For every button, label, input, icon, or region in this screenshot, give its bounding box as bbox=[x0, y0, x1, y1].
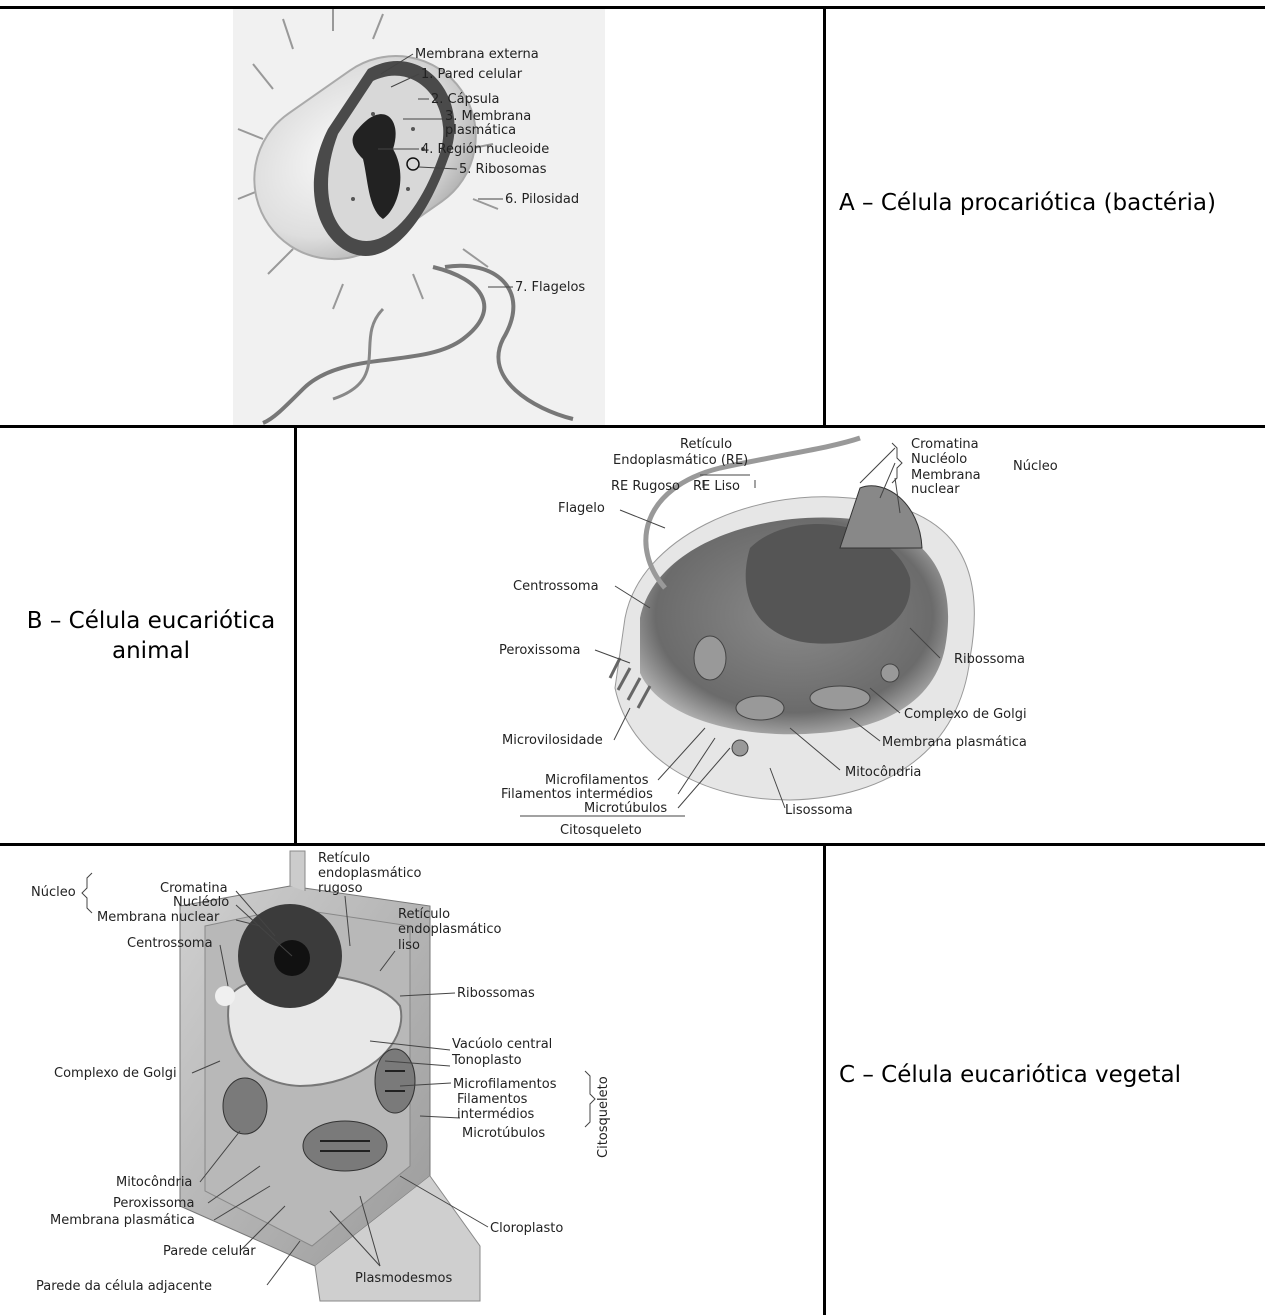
label-tonoplast: Tonoplasto bbox=[451, 1053, 522, 1068]
label-chloroplast: Cloroplasto bbox=[490, 1221, 563, 1236]
label-mitochondrion: Mitocôndria bbox=[845, 765, 921, 780]
label-peroxisome: Peroxissoma bbox=[499, 643, 580, 658]
caption-plant: C – Célula eucariótica vegetal bbox=[839, 1062, 1181, 1088]
label-smooth-er: Retículo bbox=[398, 907, 450, 922]
label-nucleus: Núcleo bbox=[1013, 459, 1058, 474]
label-peroxisome: Peroxissoma bbox=[113, 1196, 194, 1211]
column-divider-row-b bbox=[294, 425, 297, 846]
label-nuclear-membrane: Membrana nuclear bbox=[97, 910, 220, 925]
caption-animal: B – Célula eucariótica animal bbox=[10, 606, 292, 666]
label-chromatin: Cromatina bbox=[160, 881, 228, 896]
label-intermediate-filaments: Filamentos intermédios bbox=[501, 787, 653, 802]
table-top-border bbox=[0, 6, 1265, 9]
label-centrosome: Centrossoma bbox=[127, 936, 213, 951]
label-nucleolus: Nucléolo bbox=[173, 895, 229, 910]
label-pili: 6. Pilosidad bbox=[505, 192, 579, 207]
label-capsule: 2. Cápsula bbox=[431, 92, 499, 107]
label-plasma-membrane: Membrana plasmática bbox=[50, 1213, 195, 1228]
label-cytoskeleton: Citosqueleto bbox=[560, 823, 642, 838]
label-smooth-er: RE Liso bbox=[693, 479, 740, 494]
label-er-2: Endoplasmático (RE) bbox=[613, 453, 748, 468]
label-cell-wall: 1. Pared celular bbox=[421, 67, 523, 82]
label-microtubules: Microtúbulos bbox=[584, 801, 667, 816]
label-outer-membrane: Membrana externa bbox=[415, 47, 539, 62]
label-rough-er: RE Rugoso bbox=[611, 479, 680, 494]
label-microtubules: Microtúbulos bbox=[462, 1126, 545, 1141]
column-divider-row-a bbox=[823, 6, 826, 428]
label-plasma-membrane: Membrana plasmática bbox=[882, 735, 1027, 750]
label-microvilli: Microvilosidade bbox=[502, 733, 603, 748]
label-smooth-er-3: liso bbox=[398, 938, 420, 953]
label-microfilaments: Microfilamentos bbox=[545, 773, 649, 788]
label-lysosome: Lisossoma bbox=[785, 803, 853, 818]
label-chromatin: Cromatina bbox=[911, 437, 979, 452]
label-intermediate-filaments: Filamentos bbox=[457, 1092, 528, 1107]
label-plasma-membrane-2: plasmática bbox=[445, 123, 516, 138]
animal-cell-diagram: Retículo Endoplasmático (RE) RE Rugoso R… bbox=[490, 428, 1080, 842]
label-flagella: 7. Flagelos bbox=[515, 280, 585, 295]
label-smooth-er-2: endoplasmático bbox=[398, 922, 502, 937]
label-adjacent-wall: Parede da célula adjacente bbox=[36, 1279, 212, 1294]
bacterium-diagram: Membrana externa 1. Pared celular 2. Cáp… bbox=[233, 9, 605, 425]
label-plasmodesmata: Plasmodesmos bbox=[355, 1271, 452, 1286]
label-rough-er: Retículo bbox=[318, 851, 370, 866]
label-plasma-membrane: 3. Membrana bbox=[445, 109, 531, 124]
label-nuclear-membrane-2: nuclear bbox=[911, 482, 960, 497]
label-microfilaments: Microfilamentos bbox=[453, 1077, 557, 1092]
label-er: Retículo bbox=[680, 437, 732, 452]
label-rough-er-2: endoplasmático bbox=[318, 866, 422, 881]
label-nucleus: Núcleo bbox=[31, 885, 76, 900]
label-golgi: Complexo de Golgi bbox=[54, 1066, 177, 1081]
label-nucleolus: Nucléolo bbox=[911, 452, 967, 467]
label-rough-er-3: rugoso bbox=[318, 881, 363, 896]
label-central-vacuole: Vacúolo central bbox=[452, 1037, 552, 1052]
label-nucleoid: 4. Región nucleoide bbox=[421, 142, 549, 157]
column-divider-row-c bbox=[823, 843, 826, 1315]
plant-cell-diagram: Núcleo Cromatina Nucléolo Membrana nucle… bbox=[0, 846, 620, 1306]
label-ribosomes: Ribossomas bbox=[457, 986, 535, 1001]
label-ribosome: Ribossoma bbox=[954, 652, 1025, 667]
label-mitochondrion: Mitocôndria bbox=[116, 1175, 192, 1190]
label-golgi: Complexo de Golgi bbox=[904, 707, 1027, 722]
label-ribosomes: 5. Ribosomas bbox=[459, 162, 547, 177]
label-cell-wall: Parede celular bbox=[163, 1244, 256, 1259]
label-flagellum: Flagelo bbox=[558, 501, 605, 516]
label-nuclear-membrane: Membrana bbox=[911, 468, 981, 483]
label-cytoskeleton: Citosqueleto bbox=[596, 1076, 611, 1158]
caption-prokaryote: A – Célula procariótica (bactéria) bbox=[839, 190, 1216, 216]
label-intermediate-filaments-2: intermédios bbox=[457, 1107, 535, 1122]
label-centrosome: Centrossoma bbox=[513, 579, 599, 594]
